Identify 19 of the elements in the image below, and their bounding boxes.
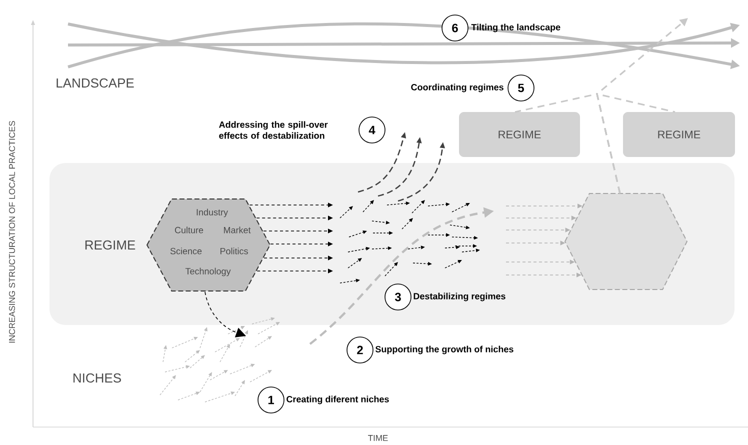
step-number: 5 — [508, 74, 534, 102]
arrow — [204, 292, 246, 338]
step-label: Tilting the landscape — [471, 24, 560, 32]
step-number: 3 — [384, 284, 412, 310]
regime-box: REGIME — [459, 112, 580, 157]
area-label: NICHES — [74, 373, 121, 383]
step-label: Supporting the growth of niches — [375, 346, 514, 354]
step-label: Addressing the spill-over effects of destabilization — [219, 121, 328, 139]
step-number: 1 — [258, 386, 284, 414]
step-number: 6 — [442, 14, 468, 42]
step-number: 2 — [346, 336, 374, 364]
area-label: LANDSCAPE — [56, 78, 134, 88]
step-label: Coordinating regimes — [411, 84, 504, 92]
area-label: TIME — [368, 435, 388, 441]
regime-box: REGIME — [623, 112, 735, 157]
step-label: Destabilizing regimes — [414, 292, 506, 302]
step-label: Creating diferent niches — [286, 396, 389, 404]
area-label: INCREASING STRUCTURATION OF LOCAL PRACTICES — [9, 121, 16, 343]
step-number: 4 — [358, 116, 386, 144]
